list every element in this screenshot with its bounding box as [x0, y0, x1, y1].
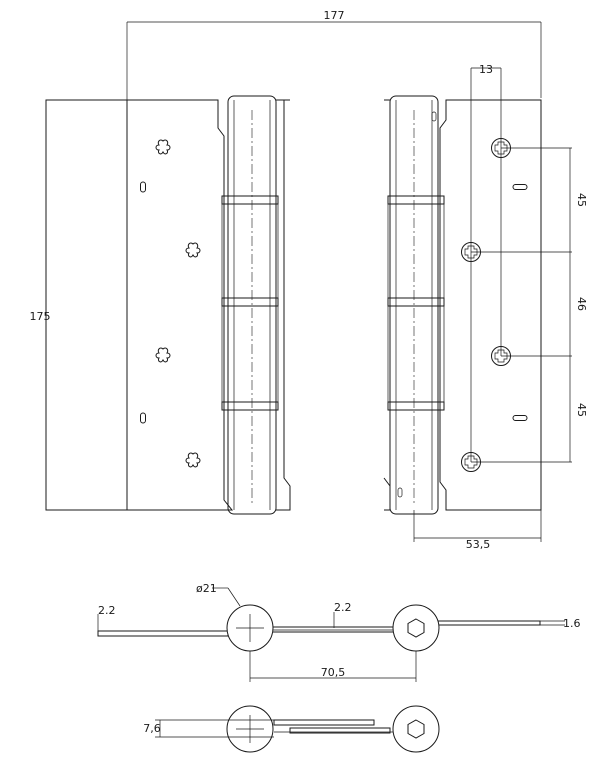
hex-socket-closed-icon — [407, 719, 425, 739]
mount-slot-4 — [512, 415, 528, 421]
dim-overall-width: 177 — [126, 9, 542, 510]
dim-hole-pitch: 45 46 45 — [471, 147, 588, 463]
dim-177-label: 177 — [324, 9, 345, 22]
dim-13-label: 13 — [479, 63, 493, 76]
section-closed-view: 7,6 — [143, 705, 440, 753]
right-leaf-outline — [439, 99, 542, 511]
dim-53-5-label: 53,5 — [466, 538, 491, 551]
screw-hole-2 — [185, 242, 201, 258]
center-leaf-outline — [127, 99, 234, 511]
screw-hole-1 — [155, 139, 171, 155]
section-open-view: 2.2 2.2 ø21 1.6 70,5 — [97, 582, 581, 682]
left-leaf-section — [97, 630, 229, 637]
closed-leaf-top — [273, 719, 375, 726]
hex-socket-icon — [407, 618, 425, 638]
mount-slot-2 — [140, 412, 146, 424]
dim-hole-offset: 13 — [470, 63, 502, 462]
right-knuckle-section — [392, 604, 440, 652]
middle-leaf-section — [269, 626, 395, 633]
dim-diameter-label: ø21 — [196, 582, 217, 595]
closed-right-knuckle — [392, 705, 440, 753]
dim-overall-height: 175 — [30, 100, 51, 510]
dim-46-label: 46 — [575, 297, 588, 311]
mount-slot-1 — [140, 181, 146, 193]
right-knuckle — [387, 95, 445, 515]
mount-slot-3 — [512, 184, 528, 190]
dim-leaf-offset: 53,5 — [413, 510, 542, 551]
closed-leaf-bottom — [289, 727, 391, 734]
middle-right-edge — [383, 99, 391, 511]
front-view: 177 175 — [30, 9, 589, 551]
right-leaf-section — [437, 620, 541, 626]
left-leaf-holes — [140, 139, 201, 468]
screw-hole-3 — [155, 347, 171, 363]
dim-70-5-label: 70,5 — [321, 666, 346, 679]
middle-plate-outline — [276, 99, 291, 511]
left-knuckle — [221, 95, 279, 515]
dim-45-top-label: 45 — [575, 193, 588, 207]
dim-7-6-label: 7,6 — [143, 722, 161, 735]
dim-45-bottom-label: 45 — [575, 403, 588, 417]
dim-175-label: 175 — [30, 310, 51, 323]
dim-1-6-label: 1.6 — [563, 617, 581, 630]
screw-hole-4 — [185, 452, 201, 468]
left-leaf-outline — [45, 99, 128, 511]
dim-2-2-mid-label: 2.2 — [334, 601, 352, 614]
dim-2-2-left-label: 2.2 — [98, 604, 116, 617]
